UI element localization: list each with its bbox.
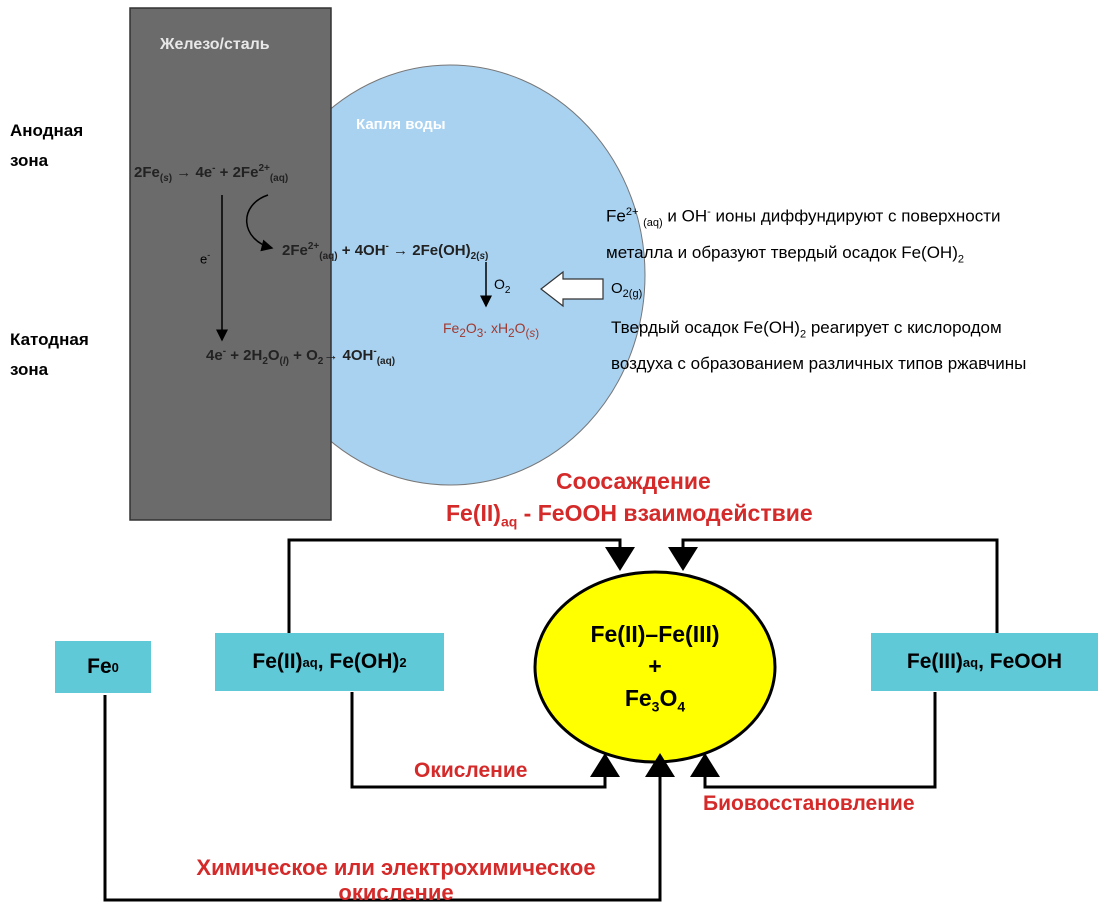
coprecip-arrow-right: [668, 538, 999, 633]
bioreduction-label: Биовосстановление: [703, 792, 915, 815]
corrosion-illustration: [129, 7, 646, 521]
anode-reaction: 2Fe(s) → 4e- + 2Fe2+(aq): [134, 163, 289, 184]
metal-label: Железо/сталь: [160, 36, 270, 53]
cathode-reaction: 4e- + 2H2O(l) + O2→ 4OH-(aq): [206, 346, 396, 367]
anode-zone-label: Анодная зона: [10, 121, 84, 170]
electron-label: e-: [200, 250, 211, 267]
o2-gas-label: O2(g): [611, 280, 643, 300]
chemical-oxidation-arrow: [103, 695, 675, 902]
center-ellipse-text: Fe(II)–Fe(III) + Fe3O4: [590, 621, 720, 715]
hollow-arrow: [540, 270, 604, 308]
coprecip-title: Соосаждение: [556, 468, 711, 494]
oxidation-label: Окисление: [414, 759, 528, 782]
box-fe3: Fe(III)aq, FeOOH: [871, 633, 1098, 691]
coprecip-arrow-left: [287, 538, 635, 633]
diffusion-note: Fe2+ (aq) и OH- ионы диффундируют с пове…: [606, 206, 1001, 266]
iron-transformation-diagram: [103, 538, 999, 902]
hydroxide-reaction: 2Fe2+(aq) + 4OH- → 2Fe(OH)2(s): [282, 241, 489, 262]
box-fe2: Fe(II)aq, Fe(OH)2: [215, 633, 444, 691]
curved-arrow: [246, 194, 274, 252]
rust-formula: Fe2O3. xH2O(s): [443, 320, 540, 340]
water-label: Капля воды: [356, 116, 446, 133]
cathode-zone-label: Катодная зона: [10, 330, 89, 379]
metal-block: [129, 7, 332, 521]
bioreduction-arrow: [690, 692, 937, 789]
o2-label: O2: [494, 276, 511, 296]
chemical-oxidation-label: Химическое или электрохимическое окислен…: [196, 855, 596, 905]
coprecip-subtitle: Fe(II)aq - FeOOH взаимодействие: [446, 500, 813, 530]
rust-note: Твердый осадок Fe(OH)2 реагирует с кисло…: [611, 318, 1027, 374]
oxidation-arrow: [350, 692, 620, 789]
